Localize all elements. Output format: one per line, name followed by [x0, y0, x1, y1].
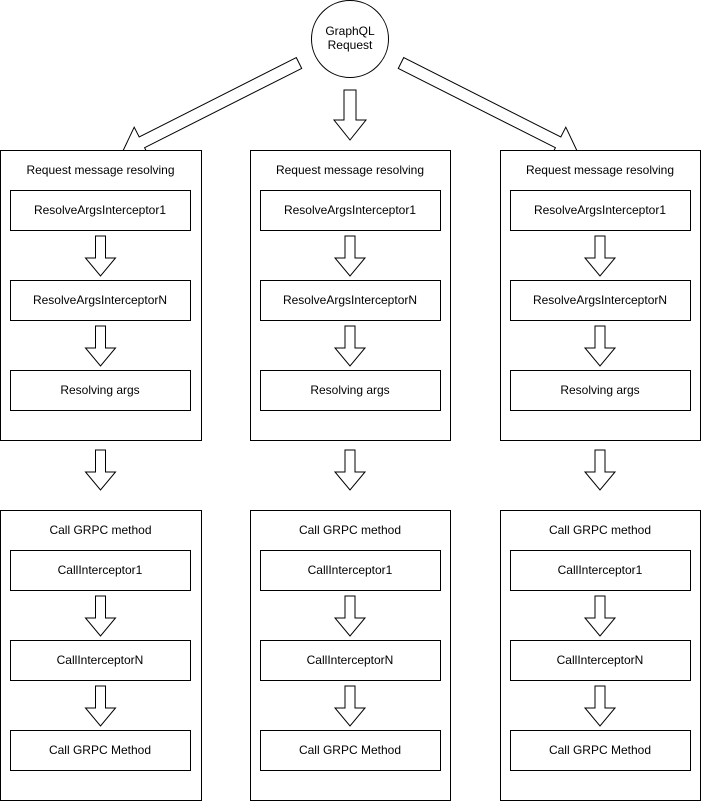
step-box — [260, 550, 441, 591]
root-label: GraphQL Request — [325, 23, 375, 52]
section-arrow — [583, 449, 617, 491]
step-label: Resolving args — [560, 382, 640, 397]
root-circle — [311, 0, 389, 78]
step-arrow — [583, 595, 617, 637]
call-section-title: Call GRPC method — [49, 522, 152, 537]
step-label: ResolveArgsInterceptor1 — [33, 202, 167, 217]
step-box — [510, 370, 691, 411]
step-label: CallInterceptor1 — [557, 562, 643, 577]
step-arrow — [84, 685, 117, 727]
step-box — [260, 280, 441, 321]
resolve-section-title: Request message resolving — [26, 162, 175, 177]
step-label: Call GRPC Method — [548, 742, 652, 757]
step-label: ResolveArgsInterceptorN — [32, 292, 168, 307]
step-box — [260, 730, 441, 771]
step-label: Call GRPC Method — [48, 742, 152, 757]
step-arrow — [333, 235, 367, 277]
step-box — [510, 640, 691, 681]
step-arrow — [84, 595, 117, 637]
step-label: CallInterceptorN — [56, 652, 144, 667]
section-arrow — [84, 449, 117, 491]
arrow-root-to-column-center — [332, 89, 368, 141]
step-label: Call GRPC Method — [298, 742, 402, 757]
step-arrow — [583, 325, 617, 367]
step-box — [10, 640, 191, 681]
step-arrow — [333, 325, 367, 367]
step-arrow — [583, 235, 617, 277]
step-arrow — [583, 685, 617, 727]
arrow-root-to-column-left — [121, 56, 303, 159]
step-box — [10, 280, 191, 321]
step-box — [510, 730, 691, 771]
step-arrow — [333, 685, 367, 727]
step-label: CallInterceptor1 — [307, 562, 393, 577]
step-box — [10, 730, 191, 771]
step-label: Resolving args — [60, 382, 140, 397]
step-label: ResolveArgsInterceptor1 — [283, 202, 417, 217]
resolve-section-title: Request message resolving — [525, 162, 675, 177]
step-box — [10, 550, 191, 591]
step-label: ResolveArgsInterceptor1 — [533, 202, 667, 217]
step-label: ResolveArgsInterceptorN — [532, 292, 668, 307]
step-box — [260, 370, 441, 411]
step-label: CallInterceptorN — [306, 652, 394, 667]
step-box — [10, 190, 191, 231]
step-arrow — [84, 235, 117, 277]
step-label: CallInterceptorN — [556, 652, 644, 667]
step-box — [260, 640, 441, 681]
arrow-root-to-column-right — [397, 56, 579, 159]
step-label: CallInterceptor1 — [57, 562, 143, 577]
step-box — [510, 190, 691, 231]
section-arrow — [333, 449, 367, 491]
step-arrow — [333, 595, 367, 637]
resolve-section-title: Request message resolving — [275, 162, 425, 177]
step-box — [510, 280, 691, 321]
call-section-title: Call GRPC method — [548, 522, 652, 537]
step-label: Resolving args — [310, 382, 390, 397]
step-arrow — [84, 325, 117, 367]
step-box — [260, 190, 441, 231]
step-box — [510, 550, 691, 591]
step-box — [10, 370, 191, 411]
step-label: ResolveArgsInterceptorN — [282, 292, 418, 307]
call-section-title: Call GRPC method — [298, 522, 402, 537]
